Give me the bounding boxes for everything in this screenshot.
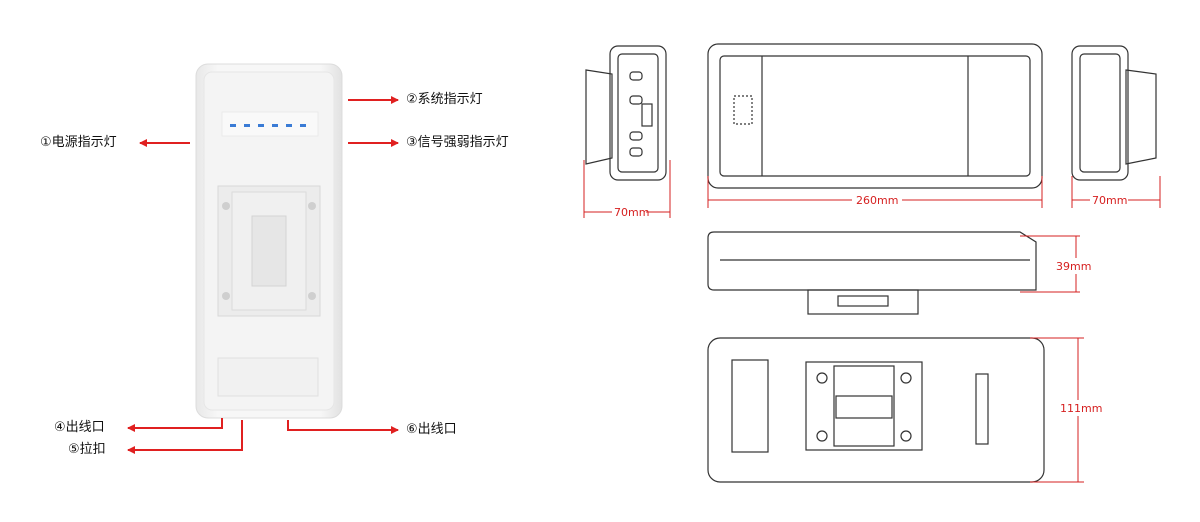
led-indicators bbox=[230, 124, 306, 127]
dimension-lines bbox=[583, 160, 1161, 483]
dim-depth: 111mm bbox=[1060, 402, 1102, 415]
label-system-led: ②系统指示灯 bbox=[406, 92, 483, 107]
dim-length: 260mm bbox=[856, 194, 898, 207]
dimension-labels: 70mm 260mm 70mm 39mm 111mm bbox=[614, 194, 1127, 415]
label-cable-outlet-left: ④出线口 bbox=[54, 420, 105, 435]
dim-left-width: 70mm bbox=[614, 206, 649, 219]
side-view-right bbox=[1071, 45, 1157, 181]
label-power-led: ①电源指示灯 bbox=[40, 135, 117, 150]
bottom-view bbox=[707, 337, 1045, 483]
side-view-left bbox=[585, 45, 667, 181]
dim-right-width: 70mm bbox=[1092, 194, 1127, 207]
profile-view bbox=[707, 231, 1037, 315]
mounting-bracket bbox=[217, 185, 321, 317]
label-signal-led: ③信号强弱指示灯 bbox=[406, 135, 509, 150]
top-view bbox=[707, 43, 1043, 189]
dim-height: 39mm bbox=[1056, 260, 1091, 273]
callout-arrows bbox=[127, 96, 399, 454]
device-front-view bbox=[195, 63, 343, 419]
label-cable-outlet-right: ⑥出线口 bbox=[406, 422, 457, 437]
label-pull-buckle: ⑤拉扣 bbox=[68, 442, 106, 457]
